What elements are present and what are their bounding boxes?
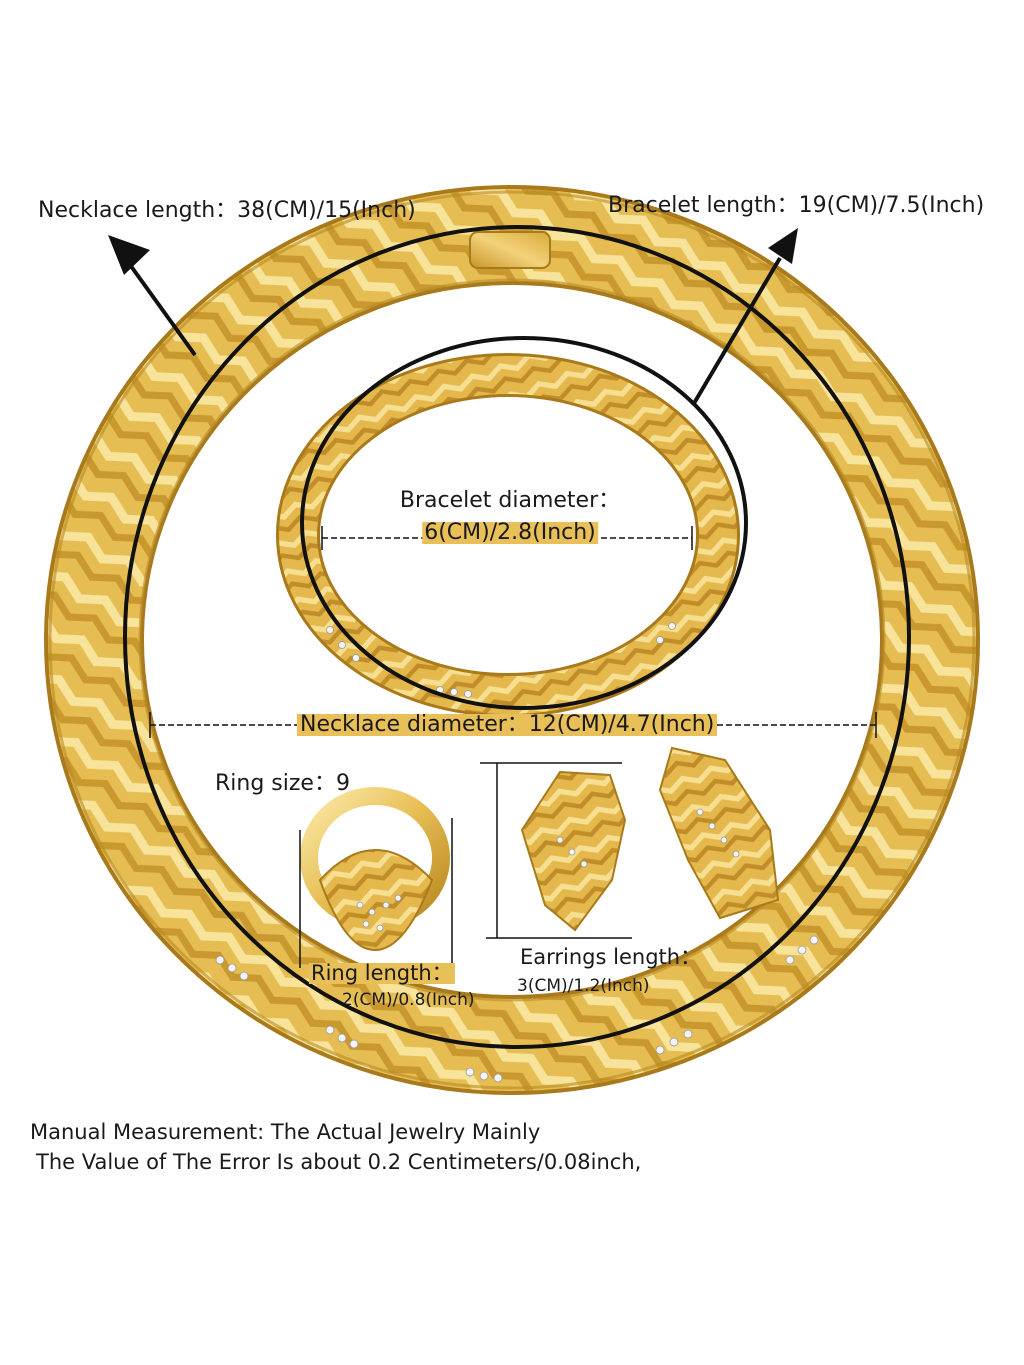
necklace-arrow-line bbox=[126, 260, 197, 357]
necklace-length-label: Necklace length：38(CM)/15(Inch) bbox=[38, 198, 416, 223]
necklace-arrowhead bbox=[108, 235, 150, 275]
earrings-length-value: 3(CM)/1.2(Inch) bbox=[517, 976, 650, 996]
ring-length-value: 2(CM)/0.8(Inch) bbox=[342, 990, 475, 1010]
bracelet-arrowhead bbox=[768, 228, 798, 264]
necklace bbox=[44, 185, 980, 1095]
necklace-outline-circle bbox=[123, 225, 911, 1049]
ring bbox=[300, 787, 450, 952]
bracelet-diameter-title: Bracelet diameter： bbox=[399, 488, 621, 513]
necklace-diameter-label: Necklace diameter：12(CM)/4.7(Inch) bbox=[297, 714, 718, 736]
bracelet-outline-circle bbox=[300, 336, 748, 710]
earrings bbox=[520, 746, 780, 932]
note-line-2: The Value of The Error Is about 0.2 Cent… bbox=[36, 1150, 642, 1174]
measurement-lines bbox=[108, 225, 911, 1049]
note-line-1: Manual Measurement: The Actual Jewelry M… bbox=[30, 1120, 541, 1144]
ring-length-title: Ring length： bbox=[309, 961, 455, 985]
bracelet-length-label: Bracelet length：19(CM)/7.5(Inch) bbox=[608, 193, 985, 218]
bracelet-diameter-value: 6(CM)/2.8(Inch) bbox=[422, 520, 598, 545]
bracelet-arrow-line bbox=[691, 256, 782, 407]
bracelet bbox=[276, 353, 740, 717]
ring-size-label: Ring size：9 bbox=[215, 771, 350, 796]
earrings-length-title: Earrings length： bbox=[520, 945, 702, 969]
